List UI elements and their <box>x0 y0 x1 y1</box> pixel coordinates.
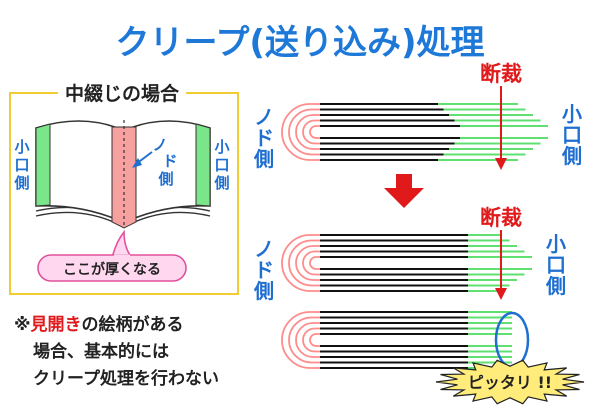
cut-label-top: 断裁 <box>480 62 522 86</box>
nodo-middle-label-side: 側 <box>253 279 274 303</box>
fold-curve <box>281 103 320 161</box>
panel-left-koguchi-label-1: 小 <box>14 138 29 156</box>
speech-bubble-body <box>37 254 187 282</box>
starburst-shape <box>435 359 585 405</box>
fold-curve <box>281 234 320 292</box>
left-fore-edge-band <box>35 123 51 207</box>
fold-curve <box>302 327 320 353</box>
panel-heading: 中綴じの場合 <box>65 82 180 105</box>
panel-nodo-label-do: ド <box>162 152 177 170</box>
cut-label-middle: 断裁 <box>480 206 522 230</box>
panel-right-koguchi-label-1: 小 <box>214 138 229 156</box>
speech-bubble-tail <box>110 229 134 259</box>
sheets-after-creep <box>281 234 532 292</box>
fold-curve <box>302 119 320 145</box>
panel-right-koguchi-label-3: 側 <box>213 174 229 192</box>
koguchi-middle-label-3: 側 <box>545 274 566 298</box>
perfect-label: ピッタリ !! <box>468 373 552 392</box>
fold-curve <box>309 125 320 139</box>
cut-arrow-middle-head <box>495 288 507 300</box>
koguchi-middle-label-1: 小 <box>546 232 566 256</box>
panel-right-koguchi-label-2: 口 <box>214 156 229 174</box>
koguchi-top-label-2: 口 <box>562 123 582 147</box>
fold-curve <box>295 322 320 358</box>
panel-nodo-label-side: 側 <box>157 170 173 188</box>
note-highlight-mihiraki: 見開き <box>30 315 82 335</box>
fold-curve <box>295 245 320 281</box>
fold-curve <box>288 108 320 156</box>
note-line-2: 場合、基本的には <box>33 341 169 362</box>
speech-bubble-text: ここが厚くなる <box>63 261 161 278</box>
nodo-middle-label-do: ド <box>254 258 274 282</box>
note-line-3: クリープ処理を行わない <box>33 368 219 389</box>
nodo-top-label-side: 側 <box>253 147 274 171</box>
sheets-after-trim <box>281 311 512 369</box>
panel-heading-background <box>58 82 186 106</box>
koguchi-middle-label-2: 口 <box>546 253 566 277</box>
fold-curve <box>288 316 320 364</box>
nodo-middle-label-no: ノ <box>254 237 274 261</box>
panel-nodo-label-no: ノ <box>152 136 167 154</box>
panel-nodo-pointer-arrowhead <box>132 158 142 168</box>
panel-left-koguchi-label-2: 口 <box>14 156 29 174</box>
fold-curve <box>309 256 320 270</box>
koguchi-top-label-3: 側 <box>561 144 582 168</box>
note-line-1-rest: の絵柄がある <box>82 314 184 335</box>
nodo-top-label-do: ド <box>254 126 274 150</box>
note-asterisk: ※ <box>14 315 31 335</box>
fold-curve <box>302 250 320 276</box>
fold-curve <box>295 114 320 150</box>
sheets-before-trim <box>281 103 548 161</box>
koguchi-top-label-1: 小 <box>562 102 582 126</box>
step-down-arrow <box>384 174 424 208</box>
fold-curve <box>288 239 320 287</box>
fold-curve <box>309 333 320 347</box>
open-book-illustration <box>35 120 211 229</box>
panel-left-koguchi-label-3: 側 <box>13 174 29 192</box>
aligned-edge-highlight-ellipse <box>494 311 530 369</box>
note-line-1: ※見開きの絵柄がある <box>14 314 184 335</box>
thickness-speech-bubble: ここが厚くなる <box>37 229 187 282</box>
right-fore-edge-band <box>195 123 211 207</box>
gutter-band <box>111 126 137 229</box>
perfect-starburst: ピッタリ !! <box>435 359 585 405</box>
fold-curve <box>281 311 320 369</box>
nodo-top-label-no: ノ <box>254 105 274 129</box>
title: クリープ(送り込み)処理 <box>115 23 484 63</box>
cut-arrow-top-head <box>495 158 507 170</box>
